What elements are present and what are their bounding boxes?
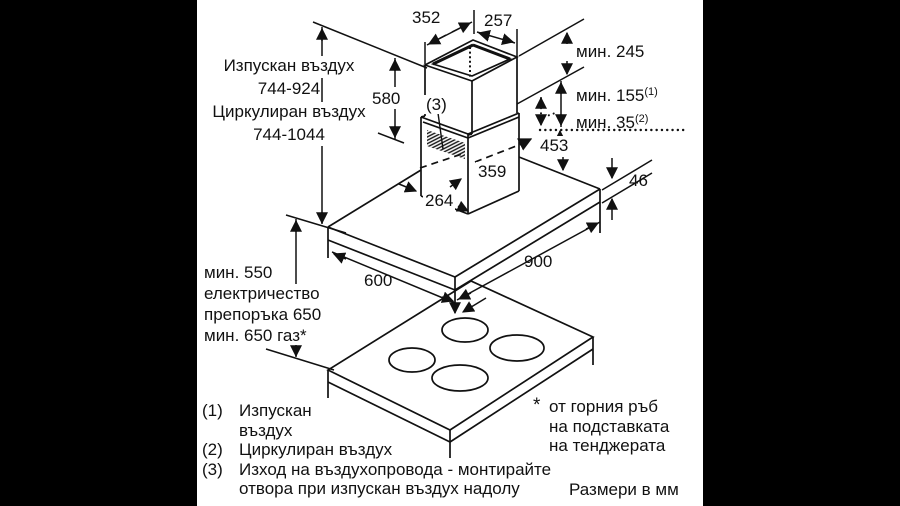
cooktop-drawing xyxy=(326,280,595,458)
recirculated-air-line1: Циркулиран въздух xyxy=(212,102,366,121)
dim-900-label: 900 xyxy=(524,252,553,271)
clearance-line3: препоръка 650 xyxy=(204,305,322,324)
dim-min155-label: мин. 155(1) xyxy=(576,83,658,105)
dim-46-label: 46 xyxy=(629,171,648,190)
dim-min35-label: мин. 35(2) xyxy=(576,110,648,132)
dim-min35-value: мин. 35 xyxy=(576,113,635,132)
legend-3-number: (3) xyxy=(202,460,223,479)
units-note: Размери в мм xyxy=(569,480,679,499)
exhaust-air-range: 744-924 xyxy=(257,79,321,98)
dim-min245-label: мин. 245 xyxy=(576,42,645,61)
chimney-drawing xyxy=(419,39,533,215)
legend-1-number: (1) xyxy=(202,401,223,420)
callout-3-label: (3) xyxy=(424,95,449,114)
burner xyxy=(489,334,545,362)
exhaust-air-line1: Изпускан въздух xyxy=(223,56,355,75)
dim-min155-superscript: (1) xyxy=(644,86,658,98)
burner xyxy=(431,364,489,392)
dim-352-label: 352 xyxy=(412,8,441,27)
clearance-line2: електричество xyxy=(204,284,320,303)
dim-359-label: 359 xyxy=(476,162,509,181)
legend-3-text-line2: отвора при изпускан въздух надолу xyxy=(239,479,520,498)
dim-257-label: 257 xyxy=(484,11,513,30)
air-outlet-grille xyxy=(427,130,465,159)
legend-3-text-line1: Изход на въздухопровода - монтирайте xyxy=(239,460,552,479)
recirculated-air-range: 744-1044 xyxy=(253,125,325,144)
legend-1-text-line1: Изпускан xyxy=(239,401,312,420)
dim-600-label: 600 xyxy=(364,271,393,290)
dim-min35-superscript: (2) xyxy=(634,113,649,125)
dim-264-label: 264 xyxy=(423,191,456,210)
footnote-line2: на подставката xyxy=(549,417,670,436)
legend-1-text-line2: въздух xyxy=(239,421,293,440)
callout-3-leader xyxy=(437,112,444,150)
dim-580-label: 580 xyxy=(372,89,401,108)
footnote-line1: от горния ръб xyxy=(549,397,658,416)
dim-453-label: 453 xyxy=(538,136,571,155)
footnote-star: * xyxy=(533,395,541,416)
clearance-line4: мин. 650 газ* xyxy=(204,326,307,345)
burner xyxy=(388,347,436,373)
dimension-lines xyxy=(265,10,690,371)
footnote-line3: на тенджерата xyxy=(549,436,666,455)
burner xyxy=(441,317,489,343)
clearance-line1: мин. 550 xyxy=(204,263,273,282)
legend-2-text: Циркулиран въздух xyxy=(239,440,393,459)
clearance-text: мин. 550 електричество препоръка 650 мин… xyxy=(204,262,321,346)
diagram-canvas xyxy=(197,0,703,506)
exhaust-air-text: Изпускан въздух 744-924 Циркулиран възду… xyxy=(199,54,379,146)
dim-min155-value: мин. 155 xyxy=(576,86,645,105)
legend-2-number: (2) xyxy=(202,440,223,459)
canopy-drawing xyxy=(327,156,601,303)
